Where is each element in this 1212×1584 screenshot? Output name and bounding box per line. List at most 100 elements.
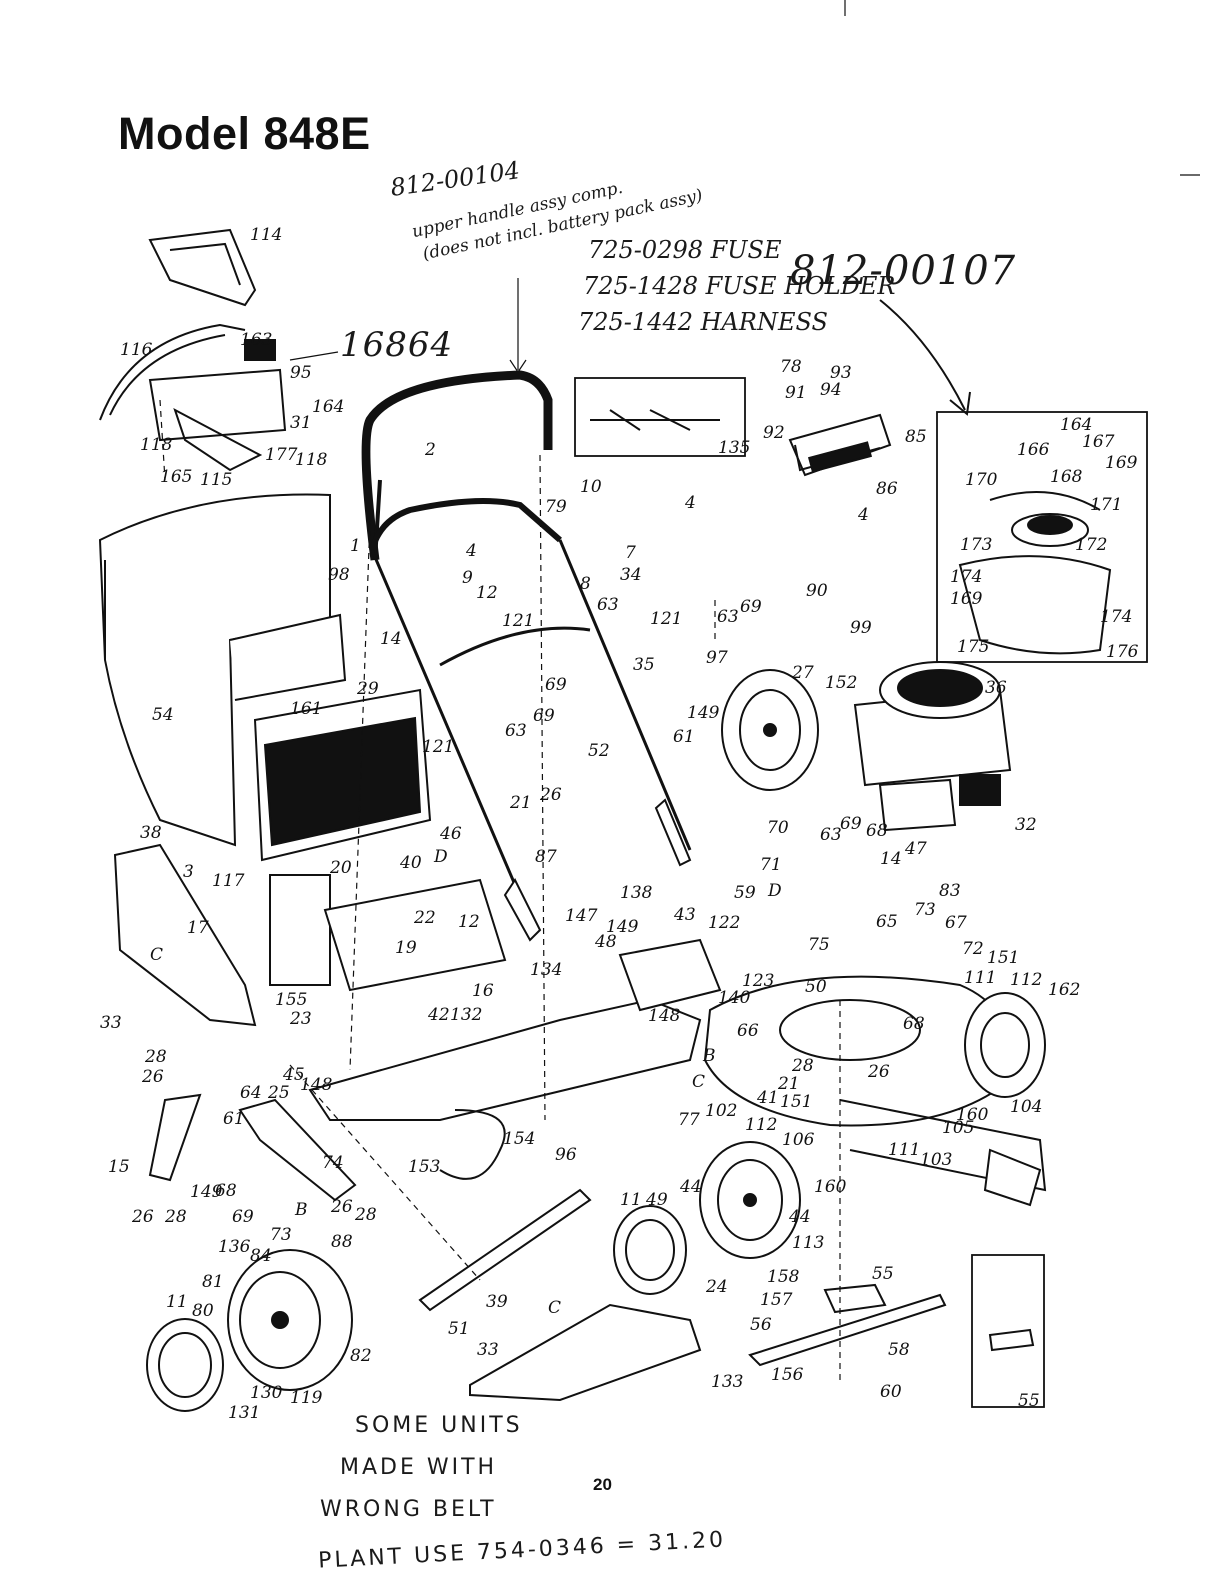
callout-80: 80	[192, 1301, 214, 1321]
callout-17: 17	[187, 918, 209, 938]
callout-7: 7	[625, 543, 636, 563]
callout-149: 149	[190, 1182, 223, 1202]
callout-140: 140	[718, 988, 751, 1008]
battery-pack-icon	[788, 413, 892, 477]
callout-B: B	[294, 1200, 308, 1220]
callout-22: 22	[413, 908, 436, 928]
harness-note: 725-1442 HARNESS	[578, 308, 828, 336]
callout-175: 175	[957, 637, 989, 657]
callout-154: 154	[503, 1129, 535, 1149]
callout-8: 8	[580, 574, 591, 594]
callout-55: 55	[1018, 1391, 1040, 1411]
wheel-icon	[613, 1205, 687, 1295]
rear-wheel-bracket	[238, 1098, 357, 1202]
callout-95: 95	[290, 363, 312, 383]
callout-169: 169	[1105, 453, 1138, 473]
assembly-guide	[539, 454, 546, 1121]
callout-71: 71	[760, 855, 782, 875]
callout-47: 47	[904, 839, 927, 859]
callout-34: 34	[620, 565, 642, 585]
callout-112: 112	[745, 1115, 777, 1135]
callout-26: 26	[539, 785, 562, 805]
callout-1: 1	[350, 536, 361, 556]
fuse-holder-note: 725-1428 FUSE HOLDER	[583, 272, 896, 300]
callout-118: 118	[295, 450, 328, 470]
callout-115: 115	[200, 470, 232, 490]
callout-98: 98	[328, 565, 350, 585]
callout-75: 75	[808, 935, 830, 955]
callout-116: 116	[120, 340, 153, 360]
callout-106: 106	[782, 1130, 815, 1150]
assembly-arrow	[879, 299, 966, 411]
callout-160: 160	[814, 1177, 847, 1197]
callout-38: 38	[140, 823, 162, 843]
callout-C: C	[692, 1072, 705, 1092]
callout-52: 52	[588, 741, 610, 761]
callout-131: 131	[228, 1403, 260, 1423]
callout-67: 67	[945, 913, 967, 933]
callout-74: 74	[322, 1153, 344, 1173]
callout-72: 72	[962, 939, 984, 959]
page-title: Model 848E	[118, 108, 371, 159]
grass-bag-icon	[98, 493, 432, 862]
callout-20: 20	[329, 858, 352, 878]
callout-12: 12	[476, 583, 498, 603]
callout-26: 26	[867, 1062, 890, 1082]
callout-122: 122	[708, 913, 740, 933]
callout-42: 42	[427, 1005, 450, 1025]
inset-55-adapter	[988, 1328, 1035, 1352]
engine-icon	[853, 661, 1012, 832]
drive-belt	[439, 1109, 506, 1180]
blade-icon	[748, 1293, 947, 1367]
callout-C: C	[548, 1298, 561, 1318]
callout-3: 3	[183, 862, 194, 882]
callout-135: 135	[718, 438, 750, 458]
callout-69: 69	[545, 675, 567, 695]
callout-117: 117	[212, 871, 245, 891]
callout-28: 28	[354, 1205, 377, 1225]
callout-68: 68	[215, 1181, 237, 1201]
blade-adapter	[823, 1283, 887, 1314]
callout-19: 19	[395, 938, 417, 958]
callout-59: 59	[734, 883, 756, 903]
callout-58: 58	[888, 1340, 910, 1360]
callout-92: 92	[763, 423, 785, 443]
callout-27: 27	[791, 663, 814, 683]
callout-10: 10	[580, 477, 602, 497]
callout-161: 161	[290, 699, 322, 719]
fuse-note: 725-0298 FUSE	[588, 236, 782, 264]
rear-door-plate	[269, 874, 331, 986]
callout-73: 73	[270, 1225, 292, 1245]
callout-121: 121	[502, 611, 534, 631]
callout-133: 133	[711, 1372, 743, 1392]
inset-812-00107	[936, 411, 1148, 663]
callout-69: 69	[533, 706, 555, 726]
callout-102: 102	[705, 1101, 737, 1121]
chassis-frame	[308, 998, 702, 1121]
part-16864-arrow	[289, 351, 339, 361]
callout-99: 99	[850, 618, 872, 638]
assembly-guide	[159, 399, 166, 481]
callout-23: 23	[289, 1009, 312, 1029]
callout-54: 54	[152, 705, 174, 725]
callout-15: 15	[108, 1157, 130, 1177]
bracket-plate	[323, 878, 507, 992]
callout-28: 28	[164, 1207, 187, 1227]
callout-43: 43	[673, 905, 696, 925]
callout-121: 121	[422, 737, 454, 757]
callout-35: 35	[633, 655, 655, 675]
wheel-icon	[721, 669, 819, 791]
callout-46: 46	[439, 824, 462, 844]
callout-14: 14	[380, 629, 402, 649]
callout-21: 21	[777, 1074, 800, 1094]
callout-9: 9	[462, 568, 473, 588]
wheel-icon	[699, 1141, 801, 1259]
callout-D: D	[433, 847, 448, 867]
callout-176: 176	[1106, 642, 1139, 662]
callout-160: 160	[956, 1105, 989, 1125]
callout-68: 68	[903, 1014, 925, 1034]
callout-134: 134	[530, 960, 562, 980]
callout-87: 87	[535, 847, 557, 867]
callout-123: 123	[742, 971, 774, 991]
callout-170: 170	[965, 470, 998, 490]
